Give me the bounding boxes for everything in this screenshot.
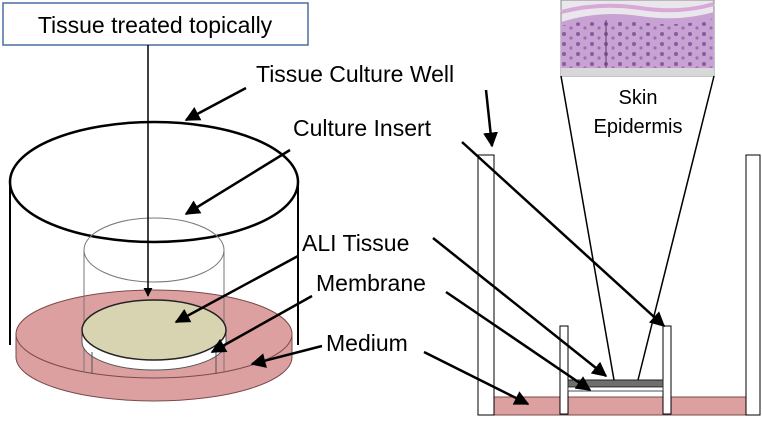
ali-tissue-disk [81,299,227,361]
arrows [143,45,666,406]
insert-wall-right-section [662,325,672,415]
arrow-well [184,86,247,122]
skin-label: Skin [619,87,658,109]
arrow-membrane [210,294,313,354]
membrane-strip [567,386,664,392]
skin-epidermis-image [560,0,715,77]
arrow-insert [184,148,291,216]
zoom-line-right [637,75,715,381]
well-rim [8,120,300,244]
culture-well-3d [8,120,300,402]
arrow-medium-section [423,350,530,406]
well-wall-left-section [477,154,495,416]
well-wall-right-section [745,154,761,416]
arrow-well-section [483,89,499,148]
insert-rim [83,217,225,283]
arrow-membrane-section [445,290,592,392]
arrow-insert-section [461,141,666,328]
treated-label-box [2,2,309,46]
zoom-line-left [560,75,615,381]
arrow-ali [174,254,299,324]
medium-label: Medium [326,330,408,356]
treated-label: Tissue treated topically [38,12,273,38]
culture-well-section [477,0,761,416]
insert-label: Culture Insert [293,115,432,141]
well-label: Tissue Culture Well [256,61,454,87]
arrow-ali-section [432,237,608,377]
membrane-label: Membrane [316,270,426,296]
ali-label: ALI Tissue [302,230,409,256]
epidermis-label: Epidermis [594,116,683,138]
arrow-medium [250,344,323,368]
